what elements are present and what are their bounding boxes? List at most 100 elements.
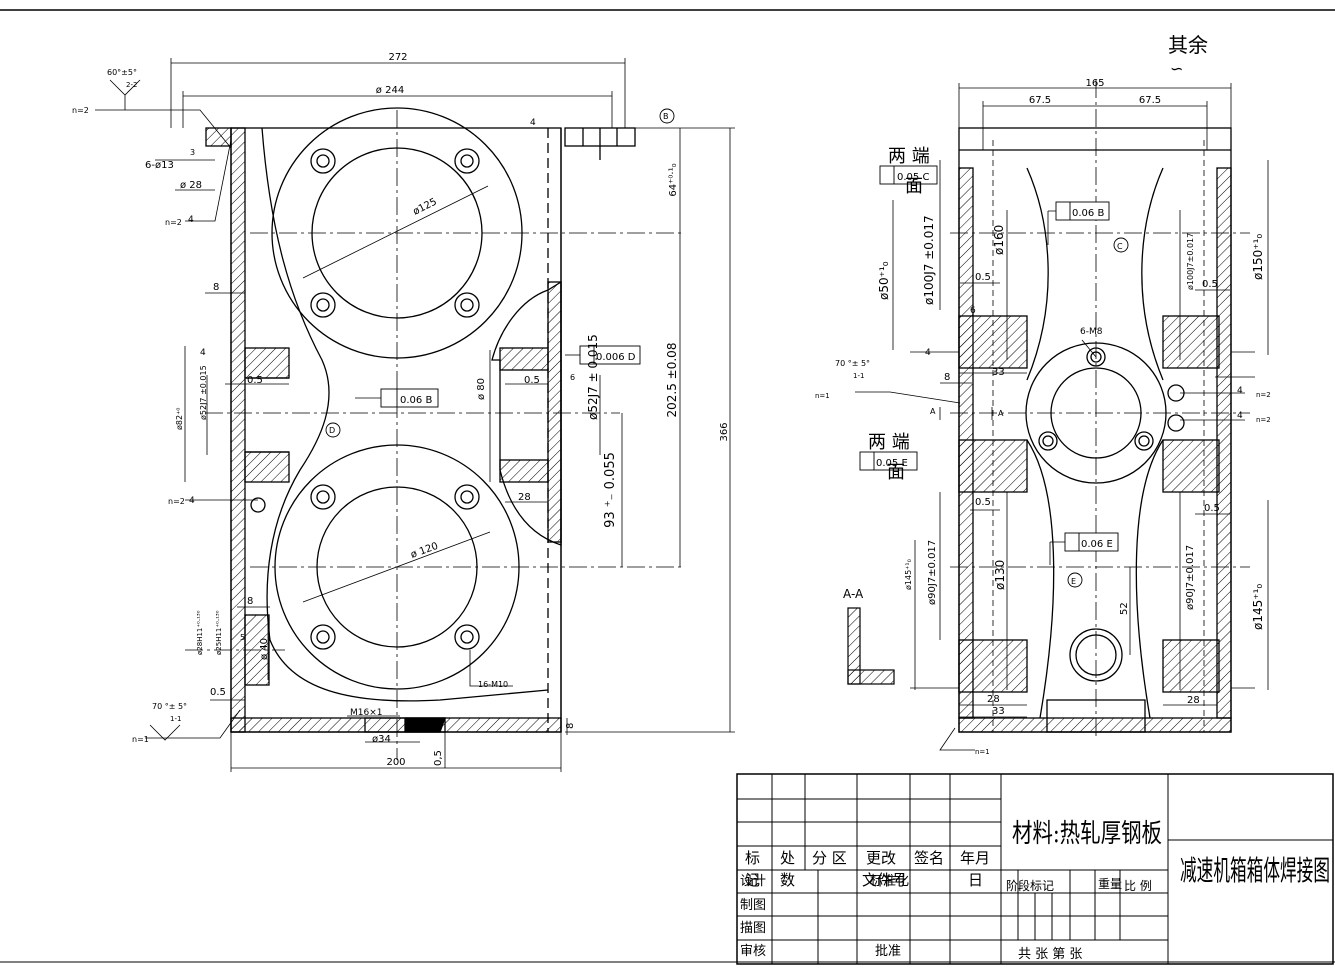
dim-25h: ø25H11⁺⁰·¹³⁰: [215, 610, 223, 655]
dim-93: 93 ⁺₋ 0.055: [603, 452, 618, 528]
front-view: [205, 107, 636, 733]
dim-52a: ø52J7 ±0.015: [199, 365, 208, 420]
dim-366: 366: [719, 422, 730, 441]
header-col-4: 更改: [866, 849, 896, 867]
tol-005e: 0.05 E: [876, 458, 908, 469]
weld-70: 70 °± 5°: [152, 702, 187, 711]
weld-n2b: n=2: [165, 218, 182, 227]
header-col-1: 标: [745, 849, 760, 867]
dim-8c: 8: [565, 723, 576, 729]
section-a-a: [847, 607, 895, 685]
weld-4a: 4: [188, 215, 194, 225]
rough-symbol: ∽: [1170, 59, 1183, 78]
row-review: 审核: [740, 944, 766, 959]
col-approve: 批准: [875, 944, 901, 959]
section-mark-a: A: [930, 407, 936, 416]
dim-8a: 8: [213, 282, 219, 293]
weld-70: 70 °± 5°: [835, 359, 870, 368]
dim-28a: 28: [987, 694, 1000, 705]
face-a: 面: [905, 176, 923, 197]
hole-16: 16-M10: [478, 680, 508, 689]
hole-6: 6-ø13: [145, 160, 174, 171]
rough-label: 其余: [1168, 33, 1208, 57]
dim-05b: 0.5: [524, 375, 540, 386]
tol-005c: 0.05 C: [897, 172, 929, 183]
weld-5: 5: [240, 633, 245, 642]
row-design: 设计: [740, 874, 766, 889]
dim-150: ø150⁺¹₀: [1251, 234, 1265, 280]
datum-b: B: [663, 112, 669, 121]
dim-90a: ø90J7±0.017: [927, 540, 938, 605]
header-col-5: 签名: [914, 849, 944, 867]
weld-6: 6: [570, 373, 575, 382]
dim-34: ø34: [372, 734, 391, 745]
weld-n1: n=1: [132, 735, 149, 744]
scale-label: 比 例: [1124, 879, 1152, 893]
two-ends-a: 两 端: [888, 146, 930, 167]
tol-0006d: 0.006 D: [596, 352, 636, 363]
dim-28b: 28: [518, 492, 531, 503]
row-trace: 描图: [740, 921, 766, 936]
dim-64: 64⁺⁰·¹₀: [668, 163, 679, 196]
dim-125: ø125: [411, 196, 438, 217]
dim-675b: 67.5: [1139, 95, 1161, 106]
rough-6: 6: [970, 306, 976, 316]
datum-e: E: [1071, 577, 1076, 586]
rough-4: 4: [925, 348, 931, 358]
header2-col-1: 记: [745, 871, 760, 889]
dim-05c: 0.5: [210, 687, 226, 698]
title-block: [736, 773, 1334, 965]
weld-11: 1-1: [853, 372, 864, 380]
hole-m8: 6-M8: [1080, 327, 1103, 337]
dim-8b: 8: [247, 596, 253, 607]
dim-272: 272: [388, 52, 407, 63]
header-col-6: 年月: [960, 849, 990, 867]
header2-col-6: 日: [968, 871, 983, 889]
col-standard: 标准化: [870, 874, 909, 889]
weld-n2a: n=2: [1256, 391, 1271, 399]
tol-006b: 0.06 B: [400, 395, 432, 406]
dim-05c: 0.5: [975, 497, 991, 508]
side-view: [950, 80, 1250, 740]
weight-label: 重量: [1098, 877, 1122, 891]
material-label: 材料:热轧厚钢板: [1012, 819, 1162, 849]
dim-100a: ø100J7 ±0.017: [922, 215, 936, 305]
weld-n2c: n=2: [168, 497, 185, 506]
weld-60: 60°±5°: [107, 68, 137, 77]
drawing-title: 减速机箱箱体焊接图: [1180, 854, 1330, 887]
dim-05a: 0.5: [975, 272, 991, 283]
dim-244: ø 244: [376, 85, 404, 96]
header-col-2: 处: [780, 849, 795, 867]
dim-200: 200: [386, 757, 405, 768]
dim-130: ø130: [993, 560, 1007, 590]
weld-4b: 4: [1237, 411, 1243, 421]
dim-33b: 33: [992, 706, 1005, 717]
thread-m16: M16×1: [350, 708, 382, 718]
dim-80: ø 80: [476, 378, 487, 400]
dim-05d: 0.5: [1204, 503, 1220, 514]
tol-006b: 0.06 B: [1072, 208, 1104, 219]
dim-52: 52: [1119, 602, 1130, 615]
section-mark-b: A: [998, 409, 1004, 418]
dim-160: ø160: [992, 225, 1006, 255]
weld-3: 3: [190, 148, 195, 157]
stage-label: 阶段标记: [1006, 878, 1054, 893]
weld-4b: 4: [189, 496, 195, 506]
dim-52b: ø52J7 ± 0.015: [586, 334, 600, 420]
dim-145b: ø145⁺¹₀: [1251, 584, 1265, 630]
datum-d: D: [329, 426, 335, 435]
weld-n2a: n=2: [72, 106, 89, 115]
weld-11: 1-1: [170, 715, 181, 723]
dim-675a: 67.5: [1029, 95, 1051, 106]
two-ends-b: 两 端: [868, 432, 910, 453]
datum-c: C: [1117, 242, 1123, 251]
section-label: A-A: [843, 587, 864, 601]
weld-n1b: n=1: [975, 748, 990, 756]
dim-165: 165: [1085, 78, 1104, 89]
weld-4c: 4: [200, 348, 206, 358]
dim-100b: ø100J7±0.017: [1186, 233, 1195, 290]
dim-202: 202.5 ±0.08: [665, 343, 679, 418]
dim-145a: ø145⁺¹₀: [904, 559, 913, 590]
header-col-3: 分 区: [812, 849, 847, 867]
